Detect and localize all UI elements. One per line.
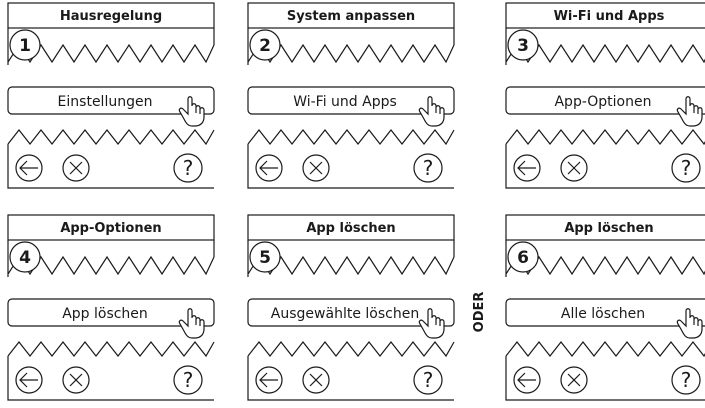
step-number-badge: 3: [507, 29, 539, 61]
menu-button[interactable]: Ausgewählte löschen: [247, 298, 455, 339]
menu-button-label: Wi-Fi und Apps: [293, 94, 397, 110]
menu-button[interactable]: Wi-Fi und Apps: [247, 86, 455, 127]
close-x-icon[interactable]: [302, 366, 330, 394]
menu-button-label: Ausgewählte löschen: [271, 306, 419, 322]
step-number: 1: [19, 36, 31, 56]
screen-fragment-lower: [7, 341, 215, 401]
help-symbol: ?: [183, 368, 194, 392]
step-number: 2: [259, 36, 271, 56]
screen-title-text: App löschen: [564, 221, 653, 236]
help-icon[interactable]: ?: [671, 365, 701, 395]
close-x-icon[interactable]: [560, 366, 588, 394]
pointer-hand-icon: [676, 308, 703, 339]
help-icon[interactable]: ?: [413, 365, 443, 395]
or-separator-label: ODER: [472, 292, 487, 333]
screen-title-text: System anpassen: [287, 9, 415, 24]
step-number: 4: [19, 248, 31, 268]
screen-fragment-lower: [7, 129, 215, 189]
screen-fragment-lower: [247, 129, 455, 189]
screen-title-text: Wi-Fi und Apps: [554, 9, 665, 24]
pointer-hand-icon: [418, 308, 445, 339]
help-symbol: ?: [681, 156, 692, 180]
close-x-icon[interactable]: [560, 154, 588, 182]
screen-fragment-lower: [505, 341, 705, 401]
screen-title: App löschen: [505, 214, 705, 241]
screen-title-text: Hausregelung: [60, 9, 162, 24]
help-icon[interactable]: ?: [671, 153, 701, 183]
screen-title-text: App-Optionen: [60, 221, 161, 236]
screen-title-text: App löschen: [306, 221, 395, 236]
pointer-hand-icon: [676, 96, 703, 127]
menu-button[interactable]: Alle löschen: [505, 298, 705, 339]
step-number: 6: [517, 248, 529, 268]
menu-button-label: App-Optionen: [554, 94, 651, 110]
menu-button-label: Alle löschen: [561, 306, 645, 322]
arrow-left-icon[interactable]: [513, 154, 541, 182]
step-number-badge: 1: [9, 29, 41, 61]
close-x-icon[interactable]: [62, 154, 90, 182]
screen-fragment-lower: [505, 129, 705, 189]
help-symbol: ?: [423, 368, 434, 392]
help-symbol: ?: [681, 368, 692, 392]
pointer-hand-icon: [178, 96, 205, 127]
screen-title: Wi-Fi und Apps: [505, 2, 705, 29]
arrow-left-icon[interactable]: [513, 366, 541, 394]
arrow-left-icon[interactable]: [255, 154, 283, 182]
screen-title: App löschen: [247, 214, 455, 241]
screen-title: Hausregelung: [7, 2, 215, 29]
pointer-hand-icon: [418, 96, 445, 127]
step-number: 3: [517, 36, 529, 56]
step-number-badge: 2: [249, 29, 281, 61]
close-x-icon[interactable]: [302, 154, 330, 182]
step-number-badge: 6: [507, 241, 539, 273]
menu-button[interactable]: App löschen: [7, 298, 215, 339]
help-icon[interactable]: ?: [413, 153, 443, 183]
help-symbol: ?: [423, 156, 434, 180]
arrow-left-icon[interactable]: [255, 366, 283, 394]
help-icon[interactable]: ?: [173, 153, 203, 183]
arrow-left-icon[interactable]: [15, 154, 43, 182]
step-number: 5: [259, 248, 271, 268]
help-symbol: ?: [183, 156, 194, 180]
step-number-badge: 5: [249, 241, 281, 273]
pointer-hand-icon: [178, 308, 205, 339]
menu-button-label: Einstellungen: [58, 94, 153, 110]
screen-title: System anpassen: [247, 2, 455, 29]
help-icon[interactable]: ?: [173, 365, 203, 395]
close-x-icon[interactable]: [62, 366, 90, 394]
arrow-left-icon[interactable]: [15, 366, 43, 394]
screen-fragment-lower: [247, 341, 455, 401]
menu-button[interactable]: App-Optionen: [505, 86, 705, 127]
step-panel-2: System anpassen 2Wi-Fi und Apps?: [247, 2, 455, 189]
screen-title: App-Optionen: [7, 214, 215, 241]
menu-button[interactable]: Einstellungen: [7, 86, 215, 127]
step-number-badge: 4: [9, 241, 41, 273]
menu-button-label: App löschen: [62, 306, 148, 322]
